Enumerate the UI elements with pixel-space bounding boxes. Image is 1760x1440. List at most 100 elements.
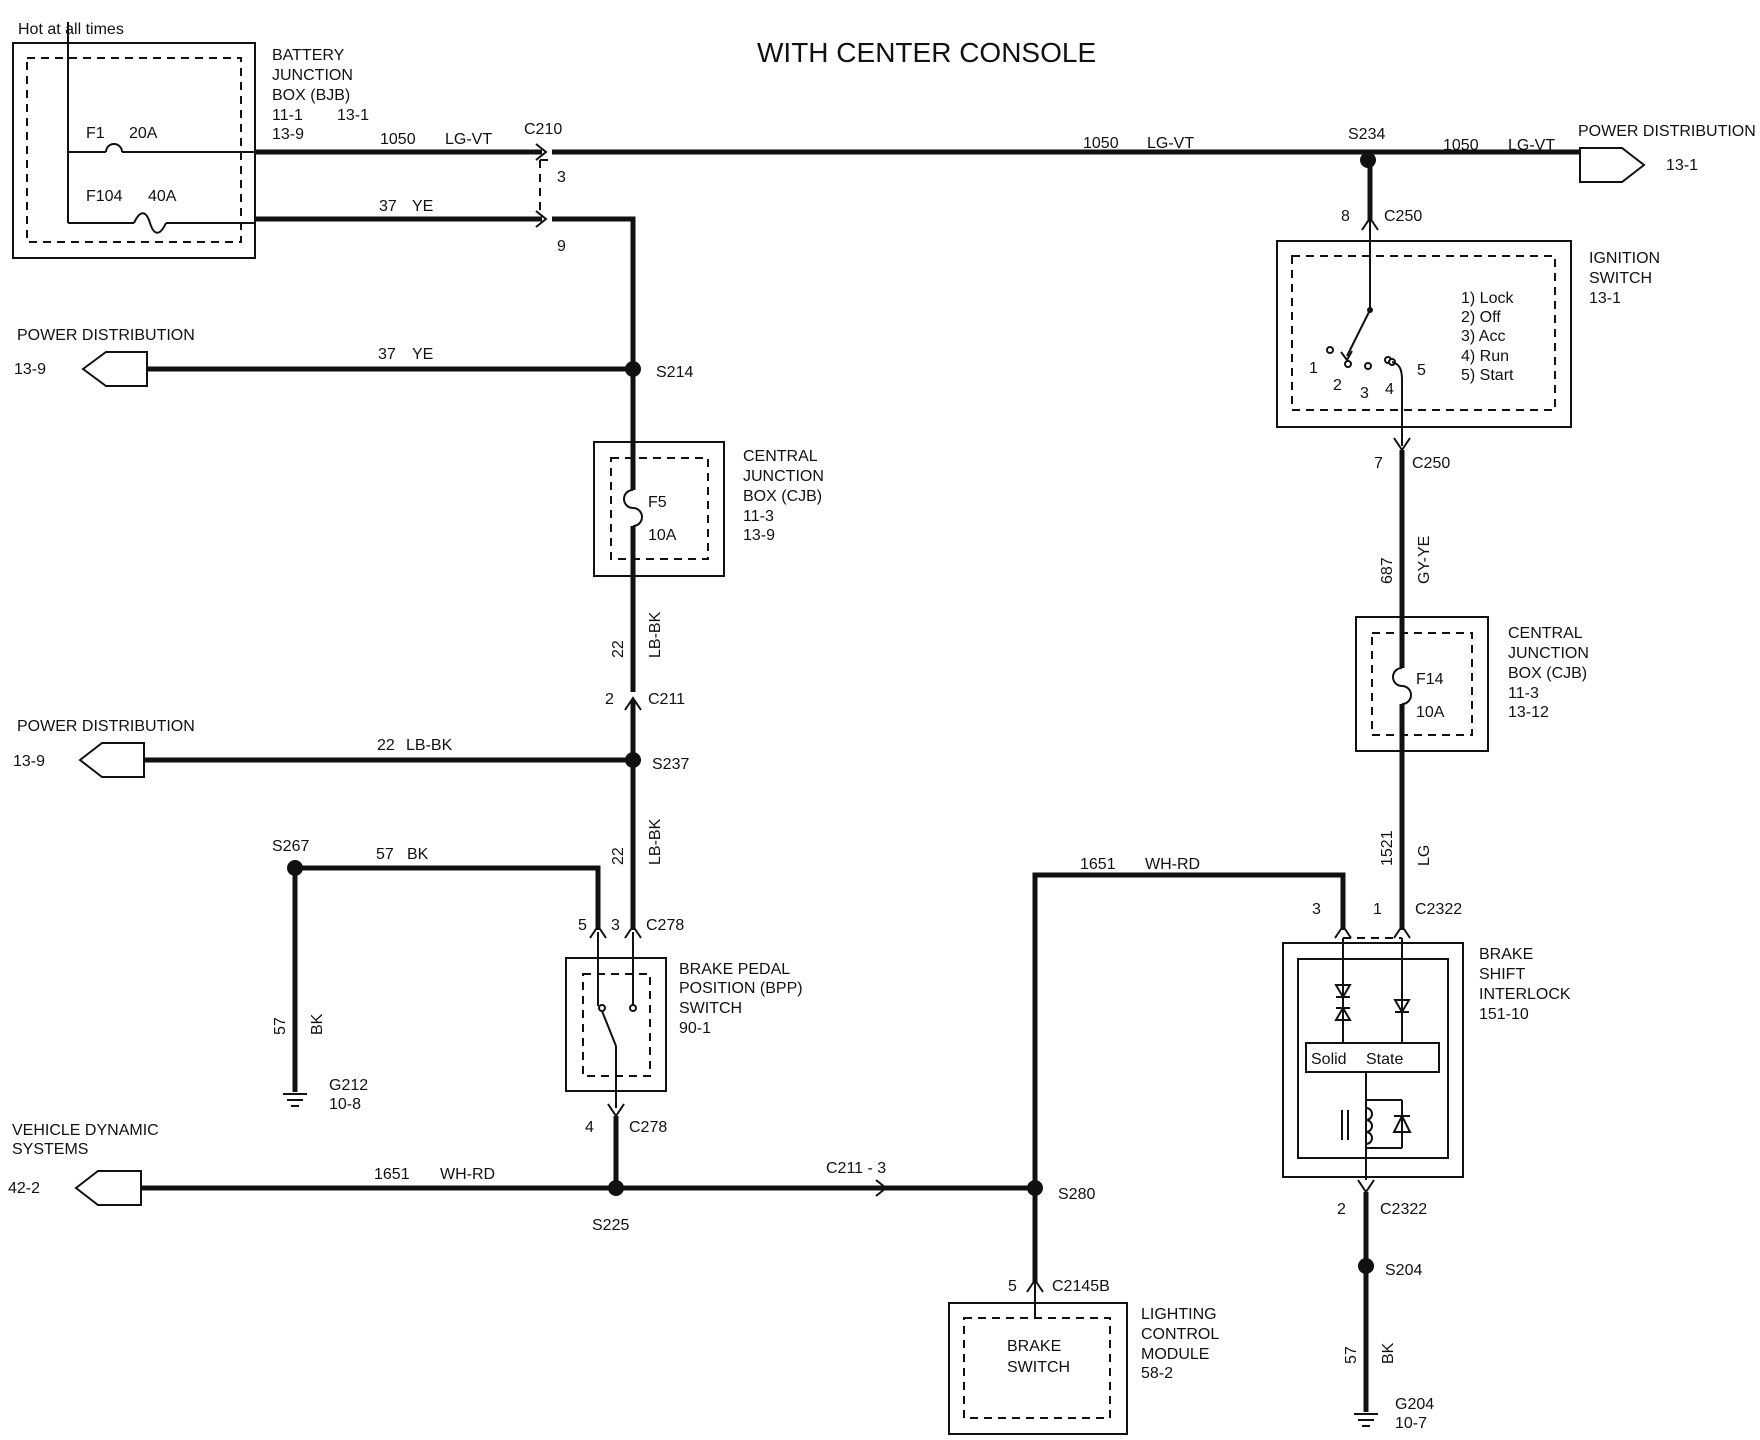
fuse-f5-rating: 10A bbox=[648, 527, 677, 544]
ignition-pin-3: 3 bbox=[1360, 385, 1369, 402]
bsi-line1: BRAKE bbox=[1479, 946, 1533, 963]
power-distribution-2-ref: 13-9 bbox=[13, 753, 45, 770]
power-distribution-13-9-connector-1 bbox=[81, 351, 148, 387]
ignition-position-start: 5) Start bbox=[1461, 367, 1514, 384]
fuse-f5-symbol bbox=[623, 489, 643, 527]
c250b-pin: 7 bbox=[1374, 455, 1383, 472]
wire-687-color: GY-YE bbox=[1416, 536, 1433, 584]
bsi-solid: Solid bbox=[1311, 1051, 1347, 1068]
c278a-label: C278 bbox=[646, 917, 684, 934]
c250b-label: C250 bbox=[1412, 455, 1450, 472]
lcm-inner-line2: SWITCH bbox=[1007, 1359, 1070, 1376]
wire-37b-number: 37 bbox=[378, 346, 396, 363]
lcm-line3: MODULE bbox=[1141, 1346, 1209, 1363]
connector-c210 bbox=[535, 143, 552, 228]
bpp-line1: BRAKE PEDAL bbox=[679, 961, 790, 978]
c2322a-pin-3: 3 bbox=[1312, 901, 1321, 918]
wire-1521-color: LG bbox=[1416, 845, 1433, 866]
lcm-line2: CONTROL bbox=[1141, 1326, 1219, 1343]
power-distribution-1-label: POWER DISTRIBUTION bbox=[17, 327, 195, 344]
wire-1651-s280-bsi bbox=[1032, 872, 1346, 1188]
cjb-left-line3: BOX (CJB) bbox=[743, 488, 822, 505]
hot-note: Hot at all times bbox=[18, 21, 124, 38]
wire-57c-color: BK bbox=[1380, 1342, 1397, 1364]
wire-1050b-color: LG-VT bbox=[1147, 135, 1194, 152]
brake-pedal-position-switch bbox=[565, 932, 667, 1108]
cjb-left-line1: CENTRAL bbox=[743, 448, 818, 465]
vds-line2: SYSTEMS bbox=[12, 1141, 88, 1158]
central-junction-box-left bbox=[593, 441, 725, 577]
wire-1050b-number: 1050 bbox=[1083, 135, 1119, 152]
cjb-right-line5: 13-12 bbox=[1508, 704, 1549, 721]
c2145b-arrow bbox=[1026, 1278, 1044, 1293]
vds-line1: VEHICLE DYNAMIC bbox=[12, 1122, 159, 1139]
g212-label: G212 bbox=[329, 1077, 368, 1094]
central-junction-box-right bbox=[1355, 616, 1489, 752]
wire-1521-number: 1521 bbox=[1379, 830, 1396, 866]
c2322b-label: C2322 bbox=[1380, 1201, 1427, 1218]
bpp-line2: POSITION (BPP) bbox=[679, 980, 803, 997]
fuse-f1-rating: 20A bbox=[129, 125, 158, 142]
bjb-ref-2: 13-1 bbox=[337, 107, 369, 124]
c2145b-pin: 5 bbox=[1008, 1278, 1017, 1295]
c2322a-pin-1: 1 bbox=[1373, 901, 1382, 918]
c211-3-arrow bbox=[875, 1179, 888, 1197]
wire-57b-number: 57 bbox=[272, 1017, 289, 1035]
c210-label: C210 bbox=[524, 121, 562, 138]
c278-pin3-arrow bbox=[624, 924, 642, 939]
fuse-f5-id: F5 bbox=[648, 494, 667, 511]
s267-label: S267 bbox=[272, 838, 309, 855]
g204-label: G204 bbox=[1395, 1396, 1434, 1413]
ignition-name-line1: IGNITION bbox=[1589, 250, 1660, 267]
s204-label: S204 bbox=[1385, 1262, 1422, 1279]
c250a-label: C250 bbox=[1384, 208, 1422, 225]
wire-37b-color: YE bbox=[412, 346, 433, 363]
bjb-name-line1: BATTERY bbox=[272, 47, 345, 64]
wire-57c-number: 57 bbox=[1343, 1346, 1360, 1364]
fuse-f104-id: F104 bbox=[86, 188, 123, 205]
bjb-ref-3: 13-9 bbox=[272, 126, 304, 143]
fuse-f14-id: F14 bbox=[1416, 671, 1444, 688]
wire-22c-color: LB-BK bbox=[647, 818, 664, 865]
wire-1651b-number: 1651 bbox=[1080, 856, 1116, 873]
cjb-right-line2: JUNCTION bbox=[1508, 645, 1589, 662]
wire-1050a-number: 1050 bbox=[380, 131, 416, 148]
c250-top-arrow bbox=[1361, 216, 1379, 231]
wire-22c-number: 22 bbox=[610, 847, 627, 865]
ignition-name-line2: SWITCH bbox=[1589, 270, 1652, 287]
c278-pin5-arrow bbox=[589, 924, 607, 939]
lcm-line4: 58-2 bbox=[1141, 1365, 1173, 1382]
c211-3-label: C211 - 3 bbox=[826, 1160, 886, 1177]
wire-1050c-number: 1050 bbox=[1443, 137, 1479, 154]
ground-g204-symbol bbox=[1354, 1413, 1378, 1427]
power-distribution-right-ref: 13-1 bbox=[1666, 157, 1698, 174]
wire-1651a-color: WH-RD bbox=[440, 1166, 495, 1183]
bjb-ref-1: 11-1 bbox=[272, 107, 303, 124]
ignition-pin-1: 1 bbox=[1309, 360, 1318, 377]
ignition-pin-4: 4 bbox=[1385, 381, 1394, 398]
bpp-line3: SWITCH bbox=[679, 1000, 742, 1017]
power-distribution-2-label: POWER DISTRIBUTION bbox=[17, 718, 195, 735]
wire-1050c-color: LG-VT bbox=[1508, 137, 1555, 154]
fuse-f14-rating: 10A bbox=[1416, 704, 1445, 721]
g212-ref: 10-8 bbox=[329, 1096, 361, 1113]
c211-arrow bbox=[624, 696, 642, 711]
ignition-position-acc: 3) Acc bbox=[1461, 328, 1505, 345]
wire-687-number: 687 bbox=[1379, 557, 1396, 584]
c2322-pin3-arrow bbox=[1334, 924, 1352, 939]
c210-pin-3: 3 bbox=[557, 169, 566, 186]
ignition-pin-5: 5 bbox=[1417, 362, 1426, 379]
c278a-pin-5: 5 bbox=[578, 917, 587, 934]
diagram-title: WITH CENTER CONSOLE bbox=[757, 37, 1096, 68]
cjb-right-line1: CENTRAL bbox=[1508, 625, 1583, 642]
wire-57a-color: BK bbox=[407, 846, 429, 863]
splice-s225 bbox=[608, 1180, 624, 1196]
lcm-inner-line1: BRAKE bbox=[1007, 1338, 1061, 1355]
power-distribution-13-9-connector-2 bbox=[78, 742, 145, 778]
wire-1651a-number: 1651 bbox=[374, 1166, 410, 1183]
battery-junction-box: F1 20A F104 40A bbox=[12, 22, 256, 259]
fuse-f104-rating: 40A bbox=[148, 188, 177, 205]
lighting-control-module bbox=[948, 1302, 1128, 1435]
g204-ref: 10-7 bbox=[1395, 1415, 1427, 1432]
